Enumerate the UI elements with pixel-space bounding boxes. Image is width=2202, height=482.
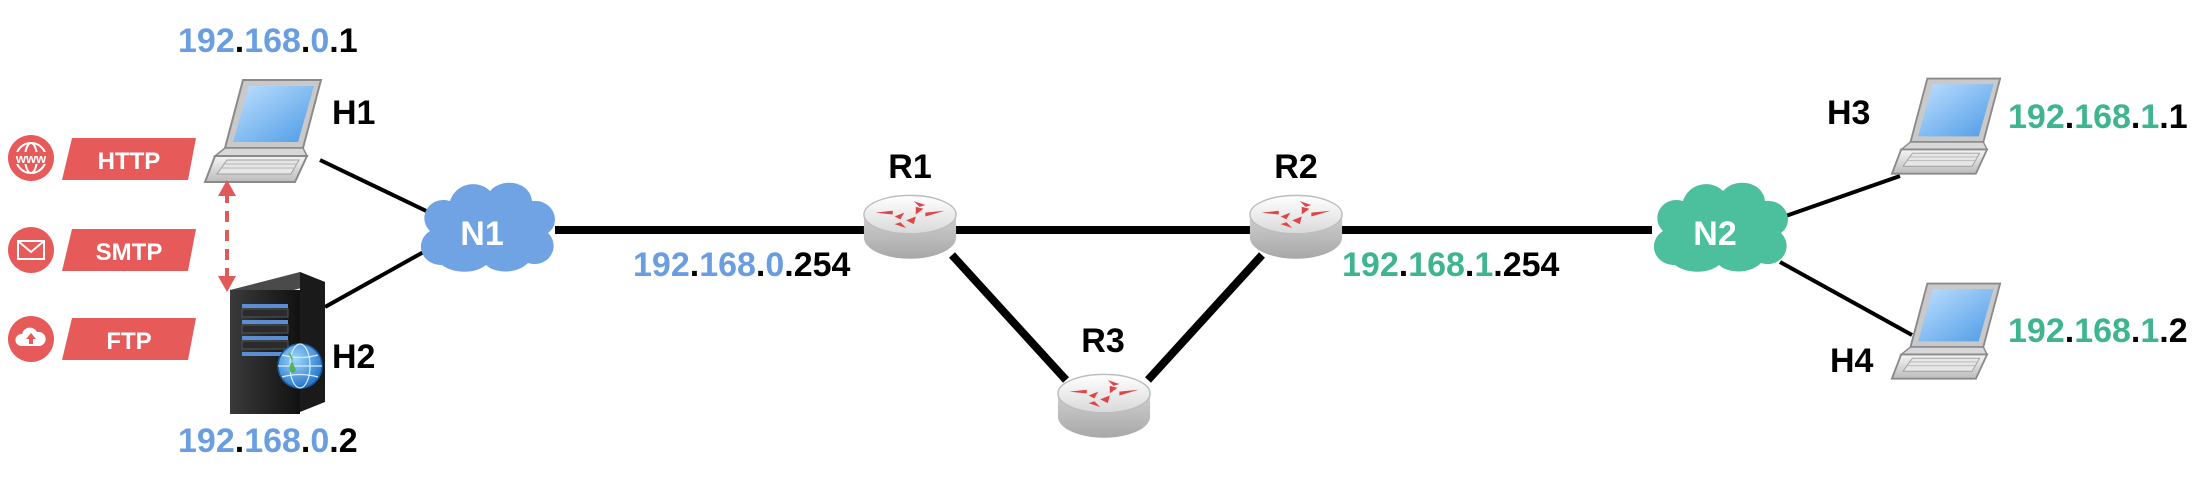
service-http: www HTTP	[8, 135, 196, 181]
host-h2-label: H2	[332, 338, 375, 376]
host-h3-ip: 192.168.1.1	[2008, 98, 2188, 136]
cloud-upload-icon	[8, 316, 54, 362]
host-h2: H2 192.168.0.2	[178, 272, 375, 460]
envelope-icon	[8, 227, 54, 273]
network-n2: N2	[1653, 182, 1788, 272]
link-h1-n1	[319, 158, 446, 222]
host-h4: H4 192.168.1.2	[1830, 282, 2188, 380]
host-h2-ip: 192.168.0.2	[178, 422, 358, 460]
router-r2-label: R2	[1274, 148, 1317, 186]
links	[319, 158, 1913, 383]
router-icon	[863, 194, 957, 260]
host-h4-ip: 192.168.1.2	[2008, 312, 2188, 350]
service-smtp: SMTP	[8, 227, 196, 273]
host-h4-label: H4	[1830, 342, 1874, 380]
www-icon-text: www	[15, 151, 47, 166]
host-h3: H3 192.168.1.1	[1827, 77, 2188, 175]
link-r2-r3	[1145, 252, 1265, 383]
link-n2-h4	[1779, 260, 1913, 337]
router-r1-label: R1	[888, 148, 931, 186]
host-h3-label: H3	[1827, 94, 1870, 132]
laptop-icon	[204, 79, 322, 183]
router-r2-ip: 192.168.1.254	[1342, 246, 1560, 284]
server-icon	[230, 272, 325, 414]
router-icon	[1057, 373, 1151, 439]
h1-h2-connection-arrow	[218, 180, 236, 292]
router-r1-ip: 192.168.0.254	[633, 246, 851, 284]
globe-icon	[277, 343, 323, 389]
host-h1: H1 192.168.0.1	[178, 22, 375, 183]
laptop-icon	[1890, 77, 2002, 175]
link-n2-h3	[1779, 174, 1901, 220]
router-r3-label: R3	[1081, 322, 1124, 360]
network-n1: N1	[420, 182, 555, 272]
www-globe-icon: www	[8, 135, 54, 181]
service-http-label: HTTP	[98, 148, 161, 175]
router-r1: R1	[863, 148, 957, 260]
router-r3: R3	[1057, 322, 1151, 439]
network-n2-label: N2	[1693, 215, 1736, 253]
network-n1-label: N1	[460, 215, 503, 253]
service-smtp-label: SMTP	[96, 239, 163, 266]
host-h1-ip: 192.168.0.1	[178, 22, 358, 60]
link-r1-r3	[949, 252, 1069, 383]
router-r2: R2	[1249, 148, 1343, 260]
service-ftp-label: FTP	[106, 328, 151, 355]
host-h1-label: H1	[332, 94, 375, 132]
service-ftp: FTP	[8, 316, 196, 362]
router-icon	[1249, 194, 1343, 260]
